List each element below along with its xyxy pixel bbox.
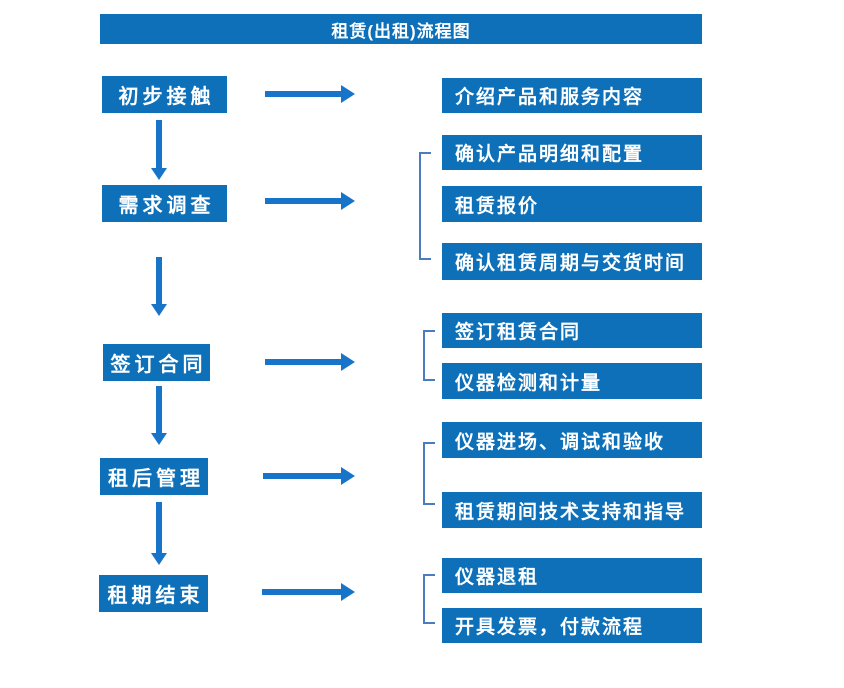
- detail-label: 签订租赁合同: [455, 322, 582, 343]
- step-label: 租后管理: [108, 468, 204, 490]
- right-arrow-3: [265, 353, 355, 371]
- detail-invoice-payment: 开具发票，付款流程: [442, 608, 702, 643]
- step-sign-contract: 签订合同: [103, 344, 210, 381]
- detail-label: 租赁报价: [455, 195, 540, 217]
- down-arrow-2: [151, 257, 167, 316]
- title-bar: 租赁(出租)流程图: [100, 14, 702, 44]
- detail-introduce-products: 介绍产品和服务内容: [442, 78, 702, 113]
- down-arrow-3: [151, 386, 167, 445]
- detail-sign-rental-contract: 签订租赁合同: [442, 313, 702, 348]
- detail-label: 开具发票，付款流程: [455, 617, 645, 638]
- step-rental-end: 租期结束: [99, 575, 208, 612]
- detail-label: 仪器检测和计量: [455, 372, 603, 394]
- detail-instrument-testing: 仪器检测和计量: [442, 363, 702, 399]
- down-arrow-1: [151, 120, 167, 180]
- detail-instrument-return: 仪器退租: [442, 558, 702, 593]
- bracket-sign-contract: [423, 330, 435, 381]
- right-arrow-2: [265, 192, 355, 210]
- detail-confirm-product-config: 确认产品明细和配置: [442, 135, 702, 170]
- bracket-demand-survey: [419, 152, 431, 260]
- detail-rental-quotation: 租赁报价: [442, 186, 702, 222]
- detail-label: 仪器退租: [455, 567, 540, 588]
- detail-instrument-setup-acceptance: 仪器进场、调试和验收: [442, 422, 702, 458]
- step-demand-survey: 需求调查: [102, 185, 227, 222]
- step-post-rental-management: 租后管理: [100, 458, 208, 495]
- step-label: 签订合同: [110, 354, 207, 376]
- right-arrow-1: [265, 85, 355, 103]
- detail-technical-support: 租赁期间技术支持和指导: [442, 492, 702, 528]
- step-label: 租期结束: [107, 585, 204, 607]
- page-title: 租赁(出租)流程图: [331, 21, 471, 41]
- detail-label: 确认产品明细和配置: [455, 144, 645, 165]
- detail-confirm-period-delivery: 确认租赁周期与交货时间: [442, 243, 702, 280]
- detail-label: 租赁期间技术支持和指导: [455, 501, 687, 523]
- down-arrow-4: [151, 502, 167, 565]
- detail-label: 确认租赁周期与交货时间: [455, 253, 687, 274]
- right-arrow-5: [262, 583, 355, 601]
- step-label: 初步接触: [118, 86, 215, 108]
- bracket-post-rental: [423, 442, 435, 505]
- right-arrow-4: [263, 467, 355, 485]
- step-label: 需求调查: [118, 195, 215, 217]
- detail-label: 仪器进场、调试和验收: [455, 431, 666, 453]
- detail-label: 介绍产品和服务内容: [455, 87, 645, 108]
- step-initial-contact: 初步接触: [102, 76, 227, 113]
- bracket-rental-end: [423, 574, 435, 624]
